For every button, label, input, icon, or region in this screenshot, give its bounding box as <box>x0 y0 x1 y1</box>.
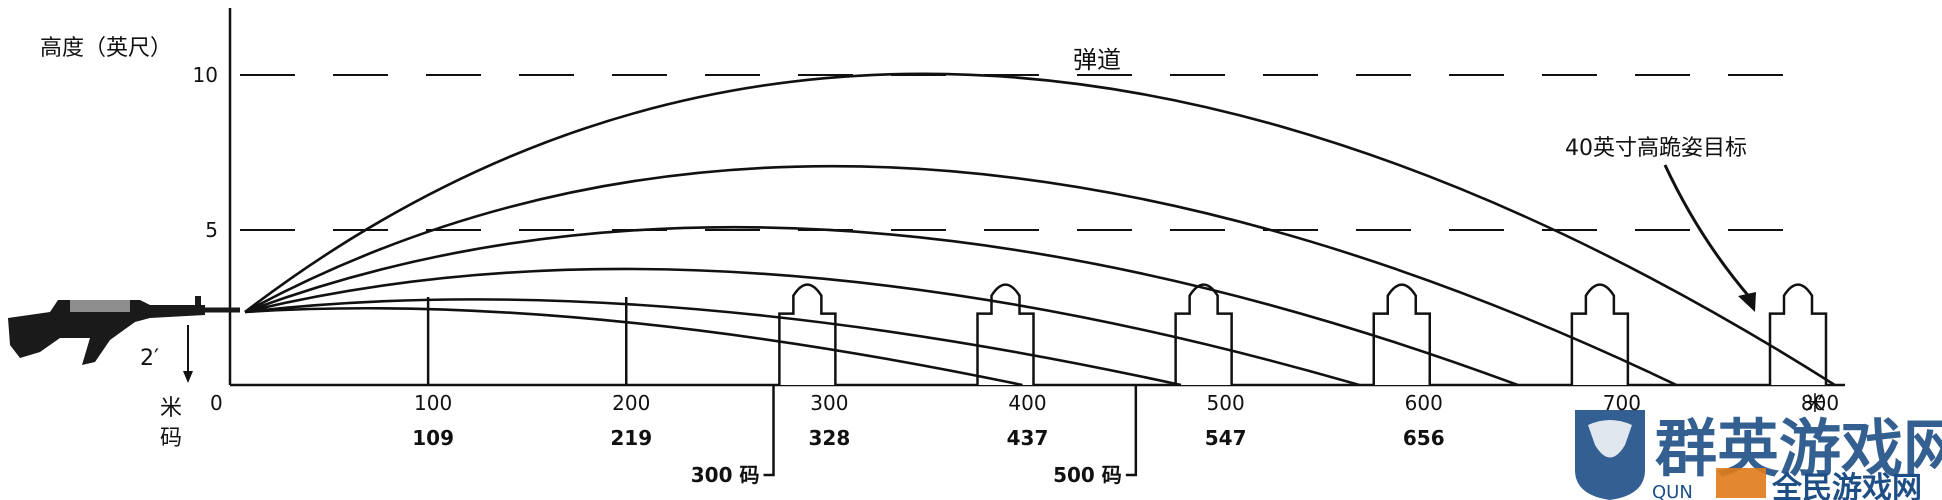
x-tick-yards-328: 328 <box>809 426 851 450</box>
trajectory-label: 弹道 <box>1073 46 1121 74</box>
trajectory-curve-6 <box>244 72 1836 387</box>
kneeling-target-300m <box>778 283 837 385</box>
target-arrowhead-icon <box>1738 292 1756 312</box>
rifle-height-arrow-icon <box>183 371 193 383</box>
watermark-letters: QUN <box>1652 482 1693 500</box>
target-label: 40英寸高跪姿目标 <box>1565 136 1747 161</box>
x-tick-meters-300: 300 <box>810 391 848 415</box>
kneeling-target-500m <box>1174 283 1233 385</box>
x-tick-meters-600: 600 <box>1405 391 1443 415</box>
rifle-icon <box>8 296 240 365</box>
x-tick-meters-400: 400 <box>1008 391 1046 415</box>
y-axis-title: 高度（英尺） <box>40 36 172 61</box>
y-tick-label-5: 5 <box>205 218 218 242</box>
x-tick-yards-656: 656 <box>1403 426 1445 450</box>
watermark: 群英游戏网 QUN 全民游戏网 <box>1575 410 1942 500</box>
watermark-bull-icon <box>1588 420 1632 458</box>
x-unit-meters-label: 米 <box>160 396 182 421</box>
x-tick-meters-500: 500 <box>1207 391 1245 415</box>
target-annotation-arrow <box>1663 164 1754 301</box>
x-tick-meters-800: 800 <box>1801 391 1839 415</box>
y-tick-label-10: 10 <box>193 63 218 87</box>
watermark-temple-icon <box>1716 468 1766 498</box>
zero-marker-label-500: 500 码 <box>1053 463 1122 487</box>
x-unit-yards-label: 码 <box>160 426 182 451</box>
trajectory-curve-5 <box>244 164 1677 387</box>
rifle-height-label: 2′ <box>140 346 159 371</box>
x-tick-yards-547: 547 <box>1205 426 1247 450</box>
zero-marker-500yd <box>1125 385 1138 477</box>
x-tick-yards-437: 437 <box>1007 426 1049 450</box>
watermark-main-text: 群英游戏网 <box>1655 412 1942 485</box>
kneeling-target-800m <box>1768 283 1828 385</box>
x-tick-meters-100: 100 <box>414 391 452 415</box>
kneeling-target-700m <box>1570 283 1630 385</box>
trajectory-curve-4 <box>244 225 1519 387</box>
x-tick-meters-200: 200 <box>612 391 650 415</box>
kneeling-target-600m <box>1372 283 1431 385</box>
x-zero-label: 0 <box>210 391 223 415</box>
trajectory-curve-2 <box>244 298 1182 387</box>
watermark-sub-text: 全民游戏网 <box>1771 471 1922 500</box>
x-end-unit-label: 米 <box>1805 391 1825 415</box>
x-tick-yards-109: 109 <box>412 426 454 450</box>
trajectory-curve-1 <box>244 306 1023 387</box>
zero-marker-300yd <box>763 385 775 477</box>
zero-marker-label-300: 300 码 <box>691 463 760 487</box>
trajectory-curve-3 <box>244 267 1360 387</box>
x-tick-yards-219: 219 <box>610 426 652 450</box>
x-tick-meters-700: 700 <box>1603 391 1641 415</box>
